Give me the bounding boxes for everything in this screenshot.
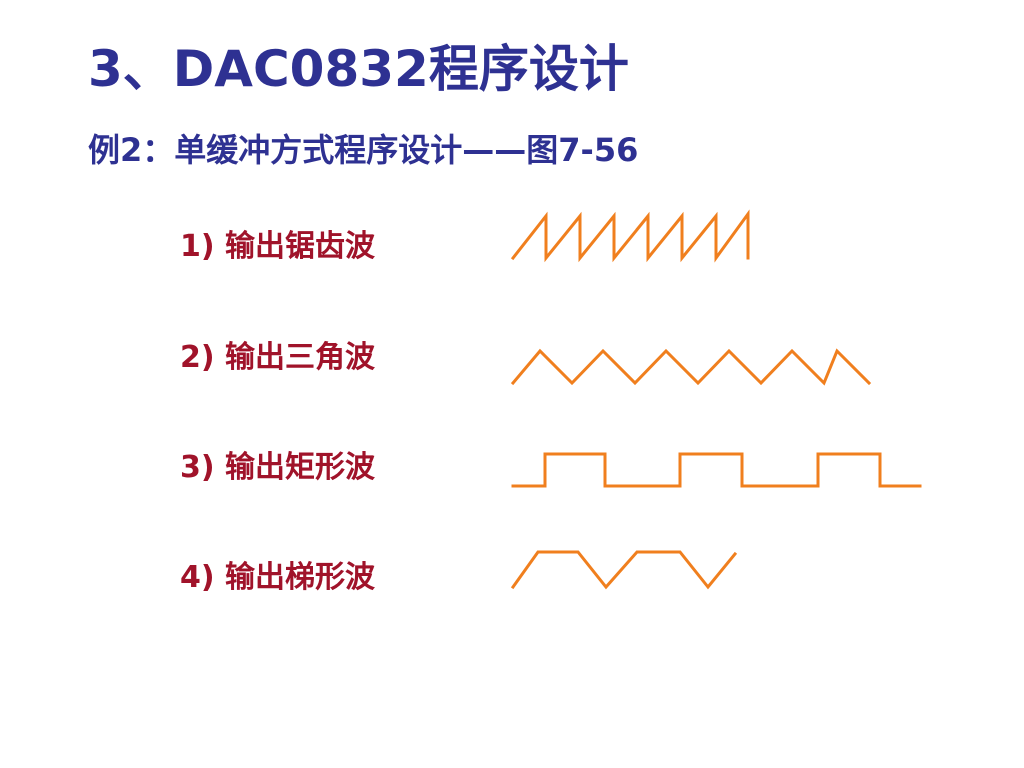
slide-subtitle: 例2：单缓冲方式程序设计——图7-56 — [88, 131, 639, 169]
rectangle-wave — [511, 452, 922, 488]
trapezoid-wave — [510, 550, 738, 590]
item-label-rectangle: 3) 输出矩形波 — [180, 450, 376, 485]
item-label-triangle: 2) 输出三角波 — [180, 340, 376, 375]
sawtooth-wave — [510, 209, 750, 263]
slide-title: 3、DAC0832程序设计 — [88, 40, 629, 98]
item-label-trapezoid: 4) 输出梯形波 — [180, 560, 376, 595]
triangle-wave — [510, 348, 872, 386]
item-label-sawtooth: 1) 输出锯齿波 — [180, 229, 376, 264]
